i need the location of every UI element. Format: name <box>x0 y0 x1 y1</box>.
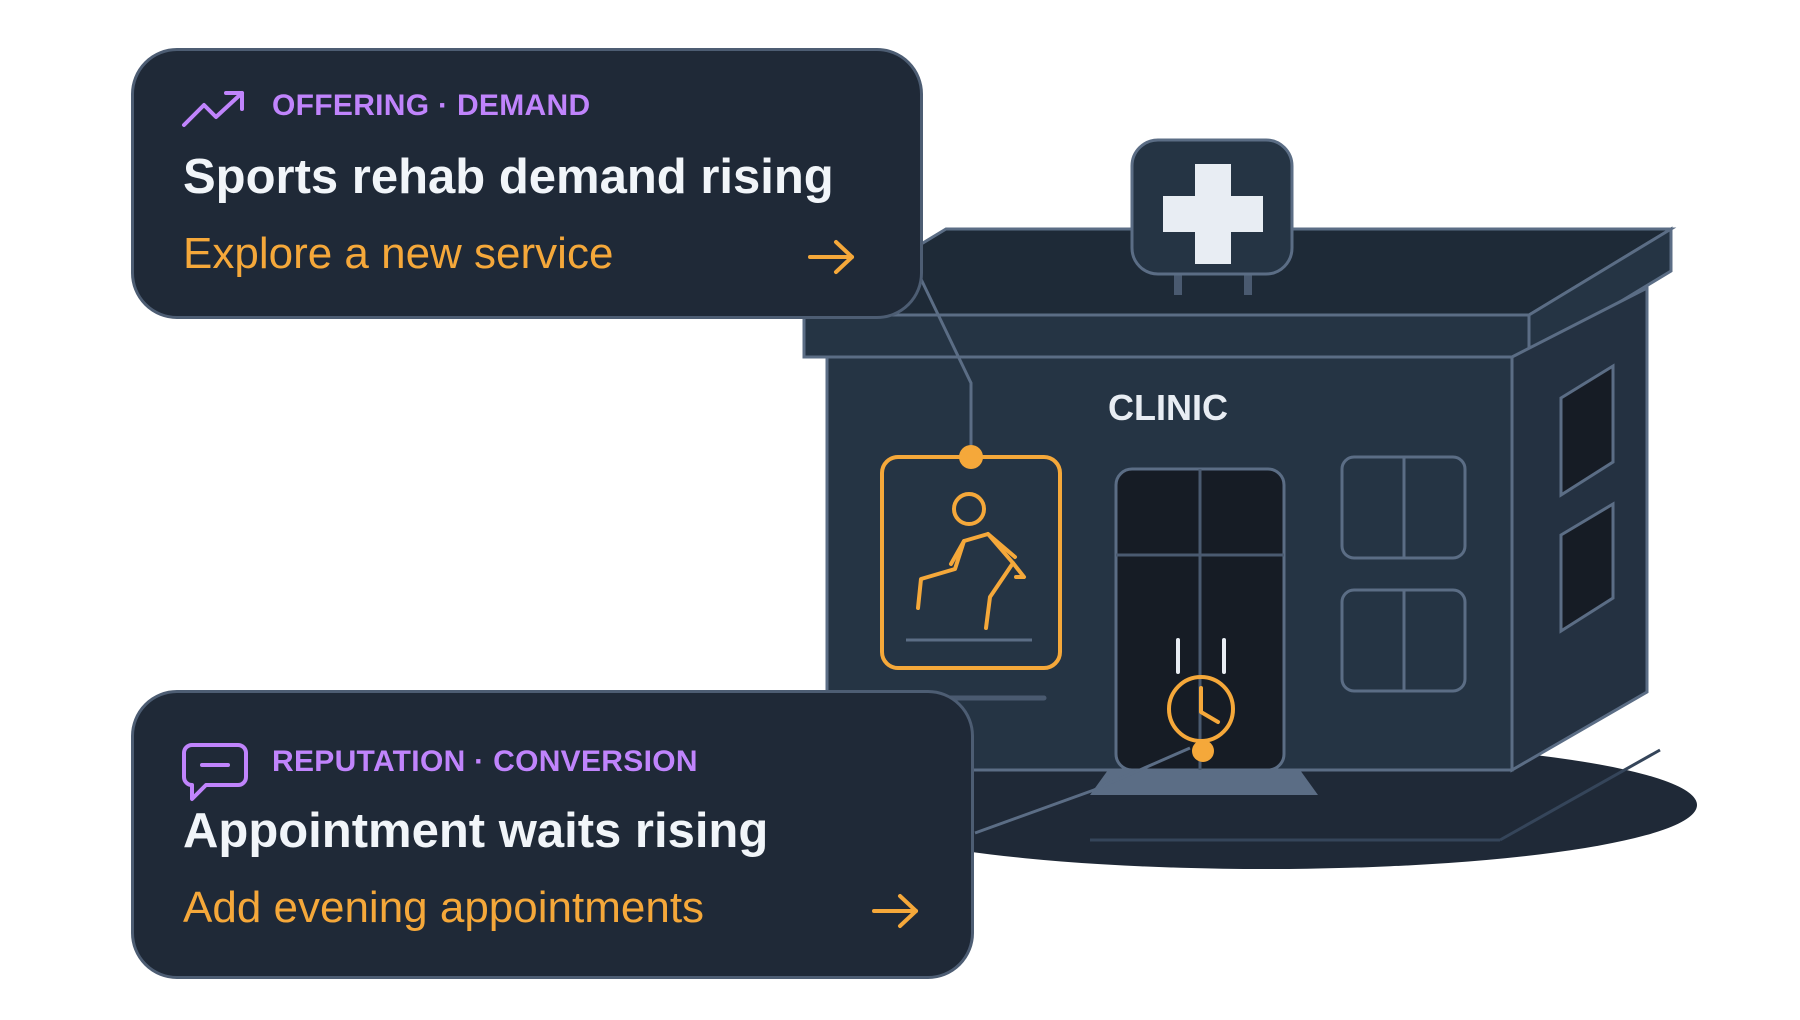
runner-poster <box>880 455 1062 670</box>
chat-bubble-icon <box>182 743 248 801</box>
add-evening-appointments-link[interactable]: Add evening appointments <box>183 883 705 932</box>
explore-service-link[interactable]: Explore a new service <box>183 229 614 278</box>
connector-line-top <box>918 276 973 455</box>
side-window-upper <box>1559 363 1615 498</box>
doorstep <box>1090 770 1318 795</box>
trending-up-icon <box>182 91 244 127</box>
ground-shadow <box>833 741 1697 869</box>
card-kicker: REPUTATION · CONVERSION <box>272 745 698 778</box>
ground-line-diagonal <box>1499 748 1661 842</box>
clinic-sign-text: CLINIC <box>1108 387 1228 428</box>
side-window-lower <box>1559 501 1615 634</box>
card-kicker: OFFERING · DEMAND <box>272 89 591 122</box>
poster-pin <box>959 445 983 469</box>
card-headline: Appointment waits rising <box>183 804 769 858</box>
card-headline: Sports rehab demand rising <box>183 150 834 204</box>
medical-cross-icon <box>1163 164 1263 264</box>
insight-card-reputation[interactable]: REPUTATION · CONVERSION Appointment wait… <box>131 690 974 979</box>
roof-front <box>802 313 1531 359</box>
insight-card-offering[interactable]: OFFERING · DEMAND Sports rehab demand ri… <box>131 48 923 319</box>
running-person-icon <box>916 492 1026 630</box>
clock-icon <box>1167 675 1235 762</box>
arrow-right-icon[interactable] <box>806 237 858 277</box>
connector-line-bottom <box>974 746 1191 835</box>
arrow-right-icon[interactable] <box>870 891 922 931</box>
